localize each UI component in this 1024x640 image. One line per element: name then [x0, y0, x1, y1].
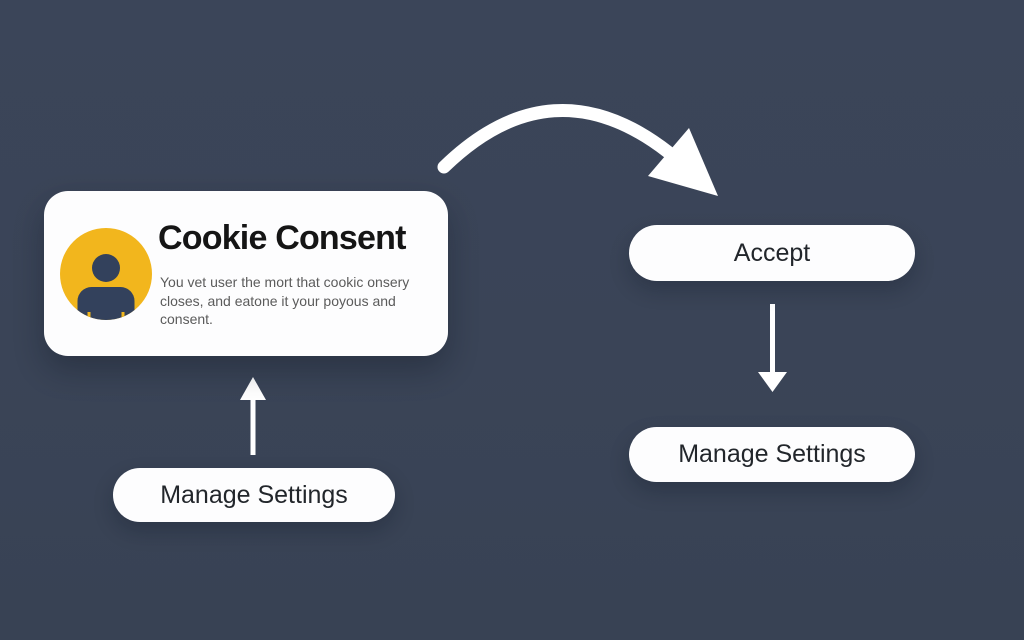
avatar-arm-line — [87, 312, 91, 320]
avatar-head-shape — [92, 254, 120, 282]
avatar-arm-line — [121, 312, 125, 320]
user-avatar-icon — [60, 228, 152, 320]
accept-button[interactable]: Accept — [629, 225, 915, 281]
avatar-body-shape — [77, 287, 135, 320]
arrow-manage-settings-to-card — [240, 377, 266, 455]
card-title: Cookie Consent — [158, 219, 406, 257]
manage-settings-button-right[interactable]: Manage Settings — [629, 427, 915, 482]
cookie-consent-card: Cookie Consent You vet user the mort tha… — [44, 191, 448, 356]
manage-settings-button-left[interactable]: Manage Settings — [113, 468, 395, 522]
arrow-card-to-accept — [437, 103, 718, 196]
card-description: You vet user the mort that cookic onsery… — [160, 274, 410, 327]
arrow-accept-to-manage-settings — [758, 304, 787, 392]
